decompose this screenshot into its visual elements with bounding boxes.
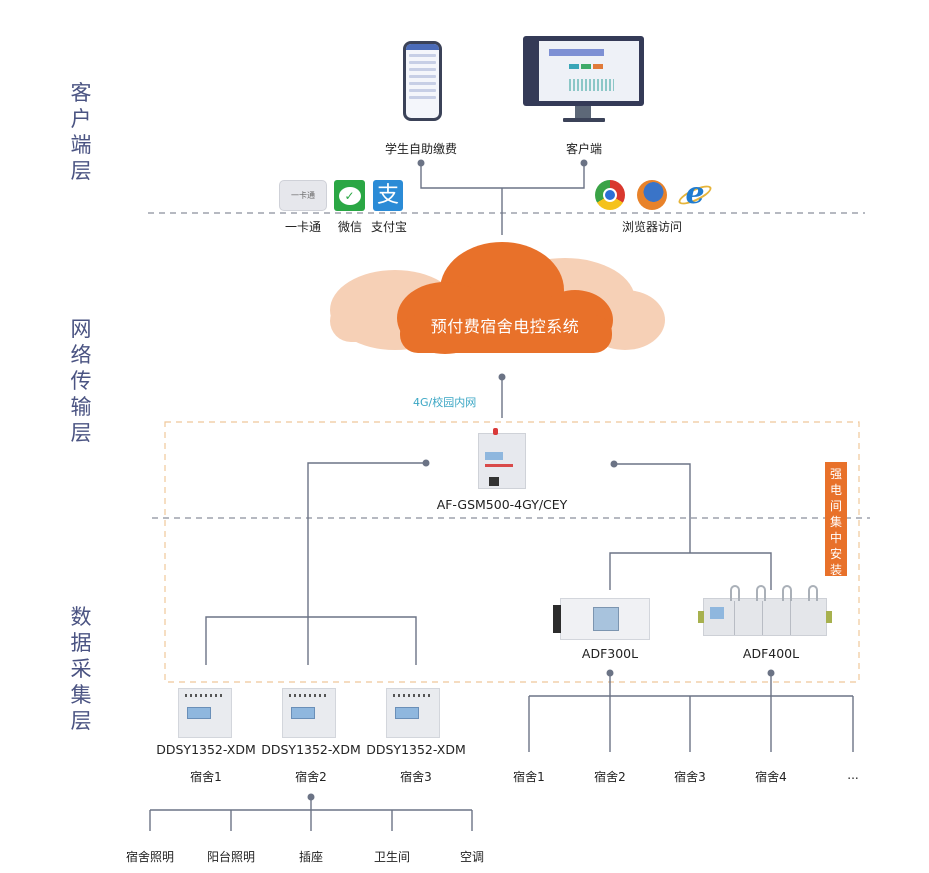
circuit-label: 阳台照明 <box>206 850 256 864</box>
firefox-icon <box>637 180 667 210</box>
node-dot <box>606 669 614 677</box>
adf300l-device <box>553 598 650 640</box>
meter-model: DDSY1352-XDM <box>156 742 256 757</box>
layer-label-network: 网络传输层 <box>70 317 92 445</box>
node-dot <box>610 460 618 468</box>
node-dot <box>767 669 775 677</box>
node-dot <box>422 459 430 467</box>
node-dot <box>307 793 315 801</box>
node-dot <box>417 159 425 167</box>
meter-device <box>282 688 336 738</box>
gateway-device <box>478 428 526 489</box>
browser-label: 浏览器访问 <box>621 220 683 234</box>
meter-model: DDSY1352-XDM <box>261 742 361 757</box>
node-dot <box>498 373 506 381</box>
alipay-icon: 支 <box>373 180 403 211</box>
monitor-icon <box>523 36 644 106</box>
meter-model: DDSY1352-XDM <box>366 742 466 757</box>
node-dot <box>580 159 588 167</box>
adf400l-device <box>698 585 832 636</box>
payment-label-wechat: 微信 <box>337 220 363 234</box>
network-link-label: 4G/校园内网 <box>413 396 477 409</box>
meter-room: 宿舍1 <box>190 770 222 784</box>
card-icon-text: 一卡通 <box>291 191 315 200</box>
multi-room-more: ... <box>847 768 859 782</box>
circuit-label: 卫生间 <box>373 850 411 864</box>
circuit-label: 插座 <box>298 850 324 864</box>
meter-device <box>178 688 232 738</box>
gateway-model: AF-GSM500-4GY/CEY <box>436 497 568 512</box>
multi-room: 宿舍2 <box>594 770 626 784</box>
wechat-icon: ✓ <box>334 180 365 211</box>
layer-label-client: 客户端层 <box>70 81 92 183</box>
adf400l-model: ADF400L <box>742 646 800 661</box>
monitor-base <box>563 118 605 122</box>
install-badge: 强电间集中安装 <box>825 462 847 577</box>
monitor-stand <box>575 106 591 118</box>
phone-label: 学生自助缴费 <box>384 142 458 156</box>
adf300l-model: ADF300L <box>581 646 639 661</box>
multi-room: 宿舍4 <box>755 770 787 784</box>
multi-room: 宿舍3 <box>674 770 706 784</box>
meter-room: 宿舍3 <box>400 770 432 784</box>
multi-room: 宿舍1 <box>513 770 545 784</box>
payment-label-alipay: 支付宝 <box>370 220 408 234</box>
cloud-shape <box>330 242 665 354</box>
meter-room: 宿舍2 <box>295 770 327 784</box>
circuit-label: 空调 <box>459 850 485 864</box>
card-icon: 一卡通 <box>279 180 327 211</box>
chrome-icon <box>595 180 625 210</box>
ie-icon: e <box>676 176 714 211</box>
desktop-label: 客户端 <box>565 142 603 156</box>
meter-device <box>386 688 440 738</box>
cloud-title: 预付费宿舍电控系统 <box>430 317 580 336</box>
phone-icon <box>403 41 442 121</box>
circuit-label: 宿舍照明 <box>125 850 175 864</box>
layer-label-data: 数据采集层 <box>70 605 92 733</box>
install-zone-box <box>164 421 860 683</box>
payment-label-card: 一卡通 <box>284 220 322 234</box>
